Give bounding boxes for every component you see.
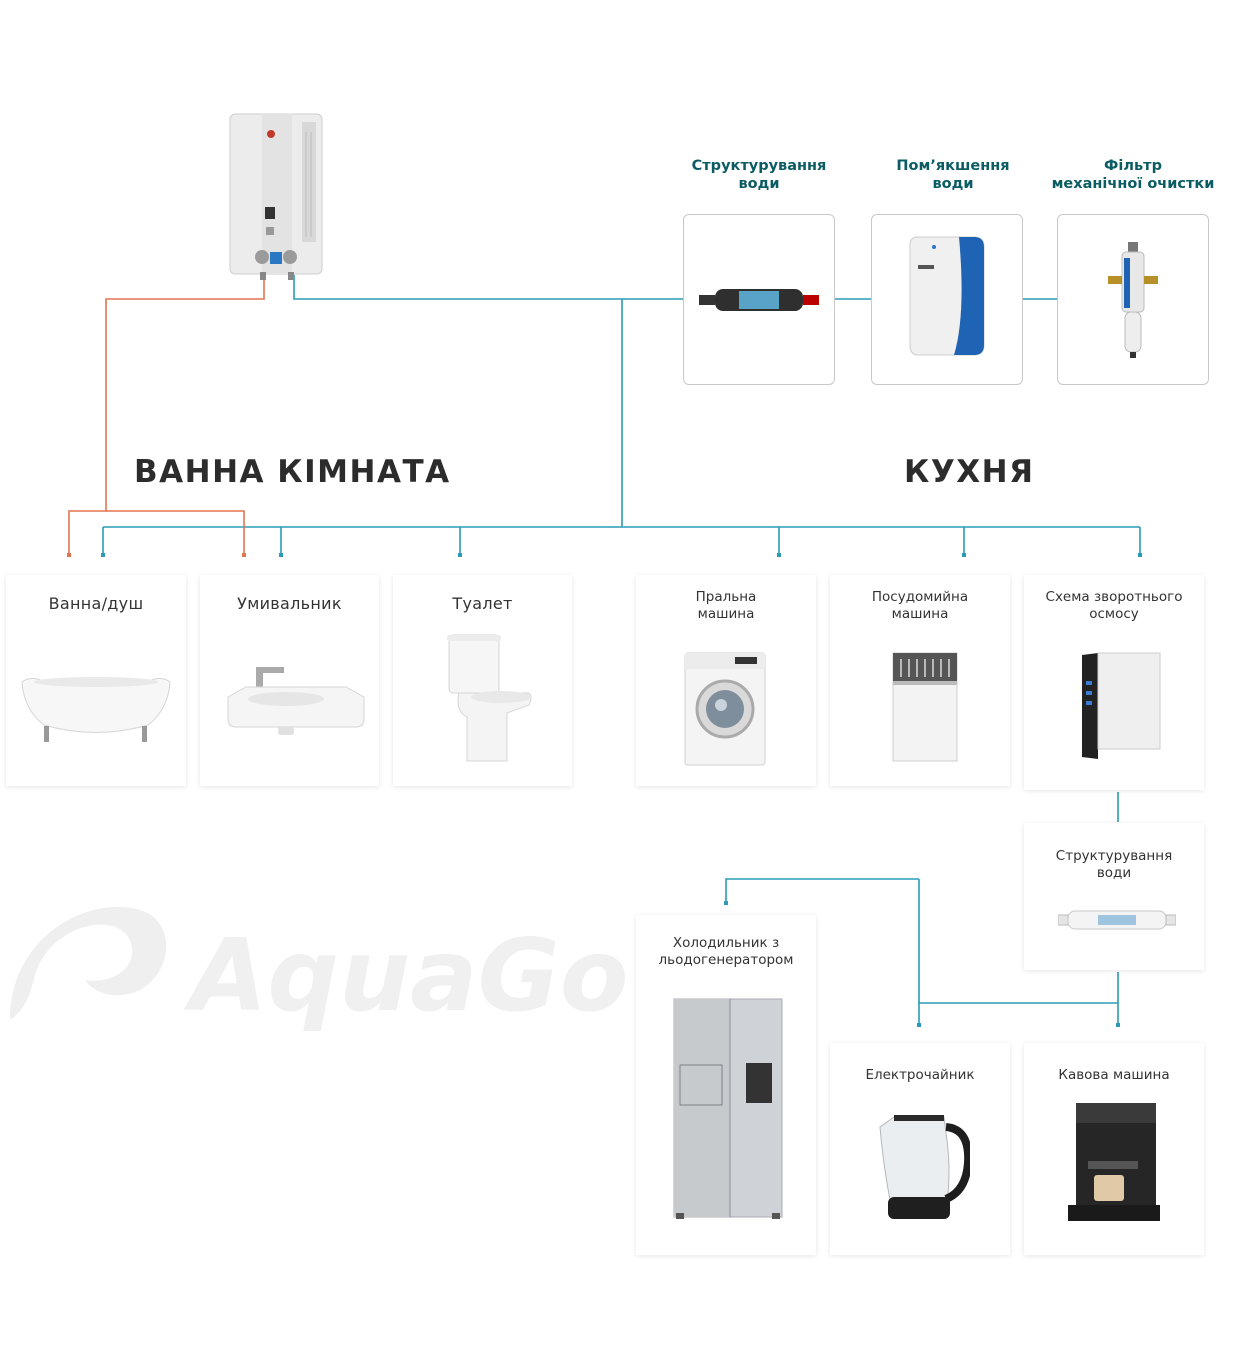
aquago-watermark: AquaGo	[10, 906, 628, 1034]
cold-water-outlets	[101, 553, 1142, 1027]
hot-water-outlets	[67, 553, 246, 557]
kettle-label: Електрочайник	[865, 1067, 975, 1083]
bathtub-label: Ванна/душ	[48, 594, 144, 613]
bathtub-card: Ванна/душ	[6, 575, 186, 786]
washbasin-label: Умивальник	[237, 594, 342, 613]
kettle-card: Електрочайник	[830, 1043, 1010, 1255]
toilet-card: Туалет	[393, 575, 572, 786]
coffee-label: Кавова машина	[1058, 1067, 1170, 1083]
kitchen-section-title: КУХНЯ	[904, 454, 1035, 490]
washbasin-icon	[227, 667, 365, 735]
fridge-icon	[673, 998, 783, 1219]
washbasin-card: Умивальник	[200, 575, 379, 786]
toilet-icon	[447, 634, 532, 762]
filter-box-softening	[871, 214, 1023, 385]
cartridge-icon	[1058, 910, 1176, 930]
inline-structuring-filter-icon	[699, 289, 819, 311]
reverse-osmosis-icon	[1082, 652, 1161, 759]
bathtub-icon	[21, 677, 171, 742]
cold-water-pipes	[102, 275, 1141, 1025]
dishwasher-icon	[892, 652, 958, 762]
hot-water-pipes	[68, 275, 265, 555]
filter-box-mechanical	[1057, 214, 1209, 385]
kettle-icon	[879, 1115, 970, 1219]
coffee-machine-icon	[1068, 1103, 1160, 1221]
washing-machine-icon	[684, 652, 766, 766]
filter-box-structuring	[683, 214, 835, 385]
mechanical-filter-icon	[1108, 242, 1158, 358]
water-softener-icon	[909, 236, 985, 356]
coffee-card: Кавова машина	[1024, 1043, 1204, 1255]
toilet-label: Туалет	[452, 594, 513, 613]
aquago-logo-icon	[10, 906, 167, 1020]
gas-water-heater-icon	[229, 113, 323, 280]
watermark-text: AquaGo	[183, 917, 628, 1034]
bathroom-section-title: ВАННА КІМНАТА	[134, 454, 451, 490]
